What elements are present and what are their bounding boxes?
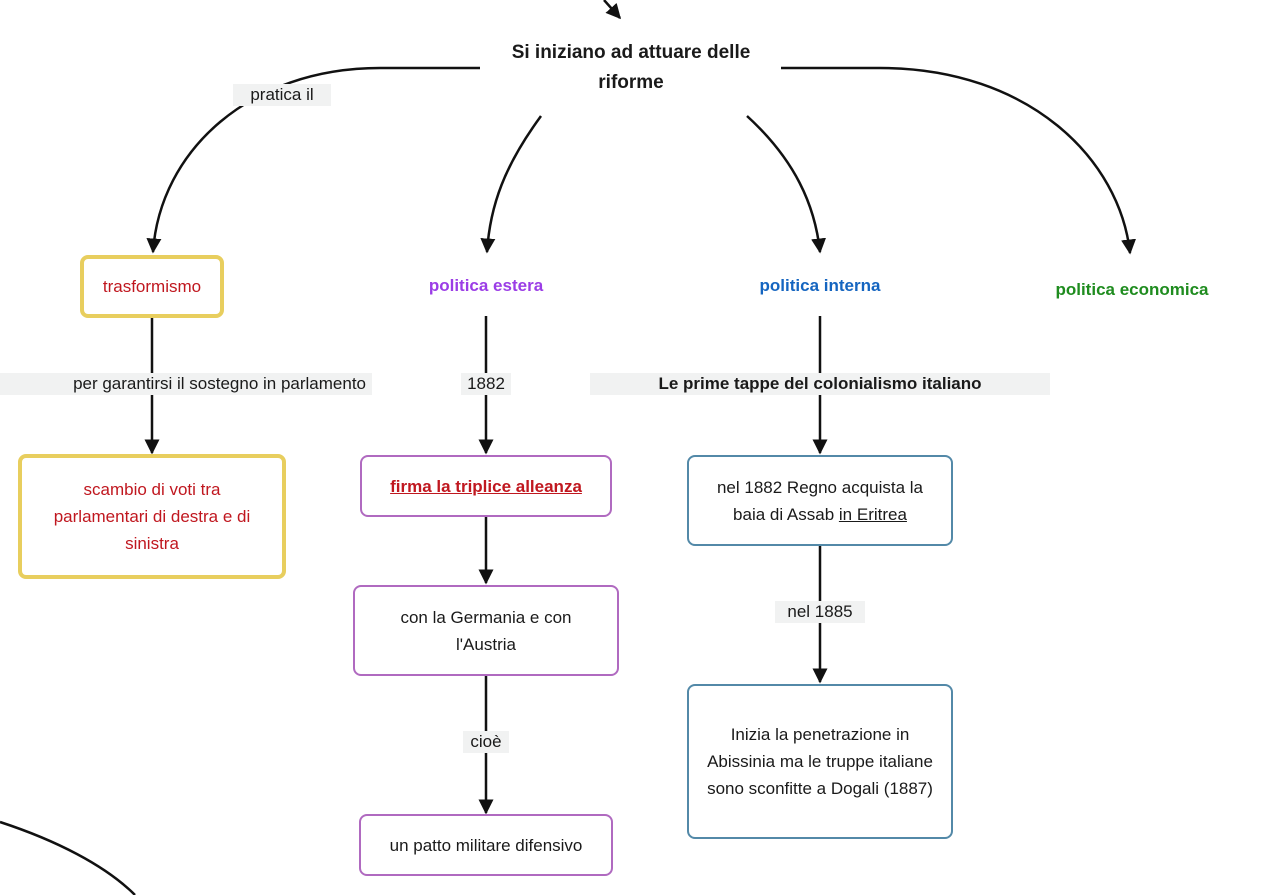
root-node: Si iniziano ad attuare delle riforme: [480, 37, 782, 99]
edge-root-estera: [480, 115, 543, 254]
edge-root-trasformismo: [146, 66, 480, 254]
root-line-1: Si iniziano ad attuare delle: [511, 42, 751, 63]
assab-text: nel 1882 Regno acquista la baia di Assab: [716, 477, 924, 524]
edge-label-colonialismo: Le prime tappe del colonialismo italiano: [590, 373, 1050, 395]
edge-label-nel-1885: nel 1885: [775, 601, 865, 623]
edge-label-1882: 1882: [461, 373, 511, 395]
offscreen-curve: [0, 820, 136, 895]
node-patto-militare: un patto militare difensivo: [359, 814, 613, 876]
eritrea-link[interactable]: in Eritrea: [838, 504, 907, 524]
edge-label-cioe: cioè: [463, 731, 509, 753]
node-triplice-alleanza: firma la triplice alleanza: [360, 455, 612, 517]
node-politica-economica: politica economica: [1055, 280, 1209, 299]
edge-label-sostegno: per garantirsi il sostegno in parlamento: [0, 373, 372, 395]
edge-root-economica: [781, 66, 1137, 255]
edge-label-pratica: pratica il: [233, 84, 331, 106]
node-politica-estera: politica estera: [428, 276, 544, 295]
node-abissinia: Inizia la penetrazione in Abissinia ma l…: [687, 684, 953, 839]
node-germania-austria: con la Germania e con l'Austria: [353, 585, 619, 676]
node-politica-interna: politica interna: [759, 276, 881, 295]
incoming-arrow: [603, 0, 621, 20]
triplice-link[interactable]: firma la triplice alleanza: [390, 476, 582, 496]
node-trasformismo: trasformismo: [80, 255, 224, 318]
node-scambio-voti: scambio di voti tra parlamentari di dest…: [18, 454, 286, 579]
node-assab: nel 1882 Regno acquista la baia di Assab…: [687, 455, 953, 546]
root-line-2: riforme: [598, 72, 664, 93]
edge-root-interna: [746, 115, 827, 254]
